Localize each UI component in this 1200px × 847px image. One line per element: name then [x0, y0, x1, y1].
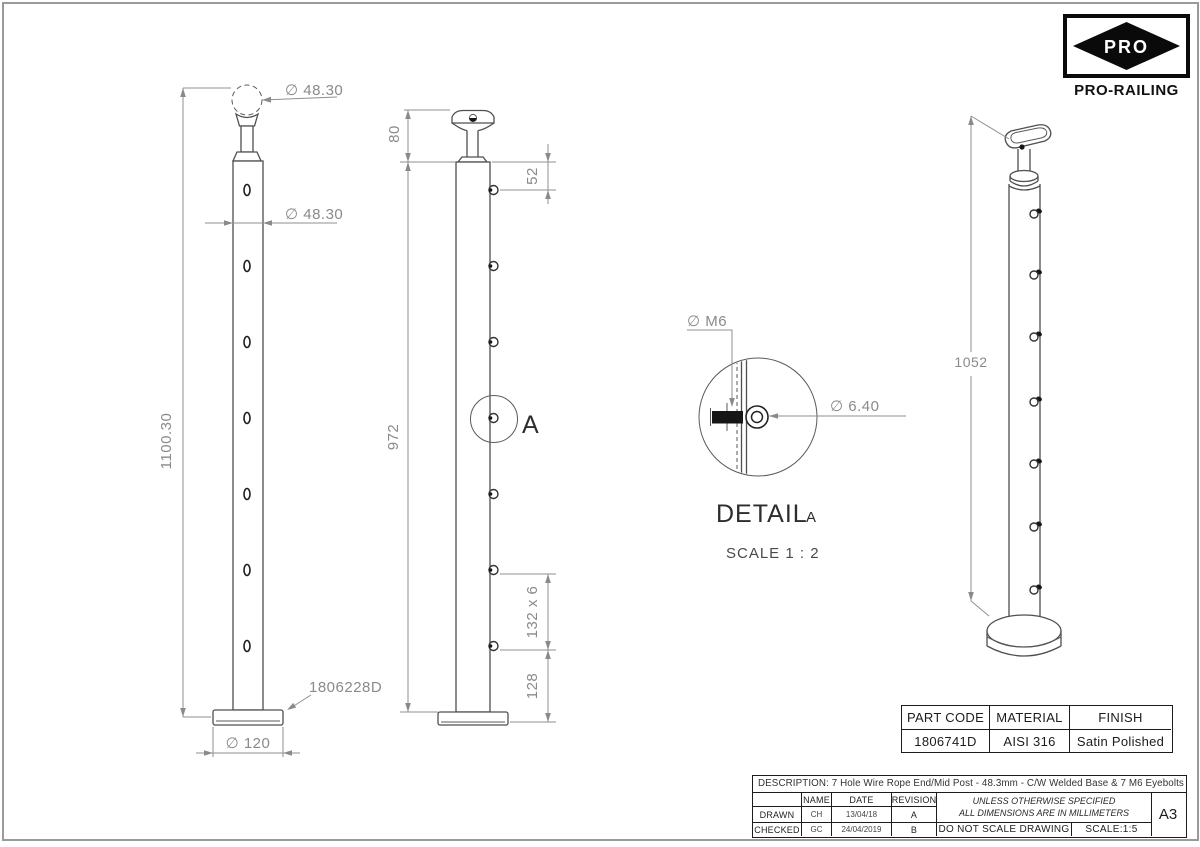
tb-sheet-size: A3 — [1151, 793, 1184, 836]
pro-railing-logo: PRO — [1063, 14, 1190, 78]
part-table-value-material: AISI 316 — [989, 729, 1069, 752]
tb-checked-date: 24/04/2019 — [831, 822, 891, 836]
front-post-holes — [243, 183, 251, 653]
tb-drawn-name: CH — [801, 806, 831, 822]
part-table-value-finish: Satin Polished — [1069, 729, 1171, 752]
part-table-value-partcode: 1806741D — [902, 729, 989, 752]
logo-brand-text: PRO — [1104, 37, 1149, 57]
dim-overall-height: 1100.30 — [158, 413, 175, 470]
dim-bottom-hole: 128 — [524, 673, 541, 700]
tb-spec-line2: ALL DIMENSIONS ARE IN MILLIMETERS — [958, 807, 1130, 818]
dim-first-hole: 52 — [524, 167, 541, 185]
handrail-section-circle — [231, 84, 263, 116]
tb-no-scale: DO NOT SCALE DRAWING — [936, 822, 1071, 836]
part-table: PART CODE MATERIAL FINISH 1806741D AISI … — [901, 705, 1173, 753]
detail-scale: SCALE 1 : 2 — [726, 545, 820, 562]
tb-spec-line1: UNLESS OTHERWISE SPECIFIED — [972, 796, 1116, 807]
dim-base-dia: ∅ 120 — [226, 735, 271, 752]
tb-col-revision: REVISION — [891, 793, 936, 806]
tb-blank-cell — [753, 793, 801, 806]
dim-saddle-height: 80 — [386, 125, 403, 143]
tb-checked-name: GC — [801, 822, 831, 836]
tb-scale: SCALE:1:5 — [1071, 822, 1151, 836]
dim-post-dia: ∅ 48.30 — [285, 206, 343, 223]
detail-title: DETAIL — [716, 500, 808, 528]
dim-eye-hole: ∅ 6.40 — [830, 398, 879, 415]
dim-iso-height: 1052 — [954, 354, 987, 370]
detail-boundary-circle — [698, 357, 818, 477]
dim-handrail-dia: ∅ 48.30 — [285, 82, 343, 99]
part-table-header-partcode: PART CODE — [906, 710, 985, 725]
detail-callout-circle — [470, 395, 518, 443]
tb-drawn-label: DRAWN — [753, 806, 801, 822]
tb-drawn-date: 13/04/18 — [831, 806, 891, 822]
side-post-outline — [455, 161, 491, 713]
logo-caption: PRO-RAILING — [1074, 82, 1179, 99]
base-part-code: 1806228D — [309, 679, 382, 696]
description-cell: DESCRIPTION: 7 Hole Wire Rope End/Mid Po… — [753, 776, 1186, 793]
detail-view: ∅ M6 ∅ 6.40 DETAIL A SCALE 1 : 2 — [687, 313, 906, 562]
tb-spec-note: UNLESS OTHERWISE SPECIFIED ALL DIMENSION… — [936, 793, 1151, 822]
side-eyebolts — [488, 184, 499, 652]
tb-checked-label: CHECKED — [753, 822, 801, 836]
iso-eyebolts — [1029, 208, 1042, 595]
dim-tube-height: 972 — [385, 424, 402, 451]
tb-drawn-rev: A — [891, 806, 936, 822]
tb-col-date: DATE — [831, 793, 891, 806]
eyebolt-thread-section — [712, 411, 743, 424]
tb-col-name: NAME — [801, 793, 831, 806]
side-view: A 80 972 52 — [385, 109, 556, 726]
detail-title-ref: A — [806, 509, 816, 526]
dim-hole-spacing: 132 x 6 — [524, 586, 541, 639]
detail-callout-label: A — [522, 411, 539, 439]
logo-diamond — [1073, 22, 1180, 70]
eyebolt-ring-inner — [750, 410, 764, 424]
title-block: DESCRIPTION: 7 Hole Wire Rope End/Mid Po… — [752, 775, 1187, 838]
dim-thread: ∅ M6 — [687, 313, 727, 330]
part-table-header-finish: FINISH — [1069, 706, 1171, 729]
tb-checked-rev: B — [891, 822, 936, 836]
front-view: 1100.30 ∅ 48.30 ∅ 48.30 1806228D ∅ 120 — [158, 82, 382, 757]
front-post-outline — [232, 160, 264, 711]
part-table-header-material: MATERIAL — [989, 706, 1069, 729]
iso-view: 1052 — [954, 115, 1062, 657]
side-base-plate — [437, 711, 509, 726]
front-base-plate — [212, 709, 284, 726]
